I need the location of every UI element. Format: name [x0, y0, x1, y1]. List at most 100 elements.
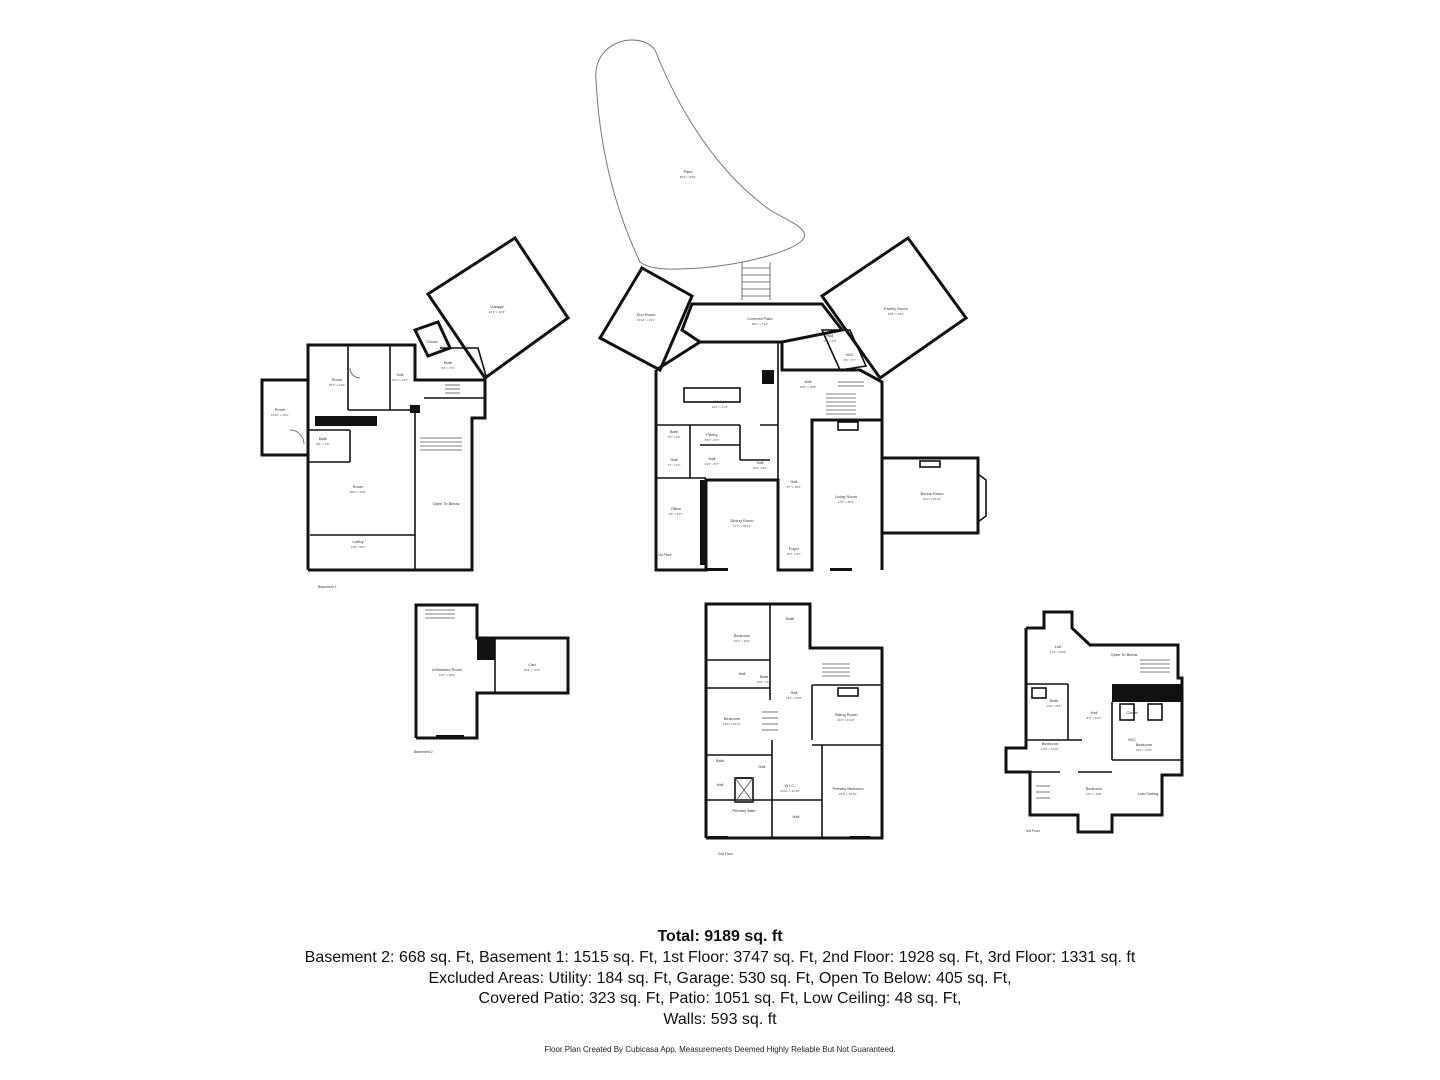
basement-2-room-0-dims: 14'5" x 26'0"	[439, 673, 455, 677]
basement-1-room-9-name: Lobby	[353, 539, 364, 544]
third-room-2-dims: 10'6" x 6'8"	[1047, 704, 1062, 708]
basement-2-room-1-dims: 15'2" x 12'0"	[524, 668, 540, 672]
first-room-11-name: Hall	[709, 456, 716, 461]
third-room-3-name: Hall	[1091, 710, 1098, 715]
first-room-4-dims: 22'5" x 17'0"	[712, 405, 728, 409]
second-room-9-name: Hall	[717, 782, 724, 787]
basement-1-label: Basement 1	[318, 585, 337, 589]
first-room-14-dims: 13'3" x 20'11"	[733, 524, 751, 528]
basement-1-room-2-dims: 14'0" x 12'6"	[392, 378, 408, 382]
basement-1-room-4-dims: 8'4" x 7'0"	[441, 366, 454, 370]
first-room-16-dims: 20'7" x 8'7"	[787, 552, 802, 556]
floor-areas-line: Basement 2: 668 sq. Ft, Basement 1: 1515…	[304, 949, 1136, 966]
third-room-3-dims: 8'0" x 12'1"	[1087, 716, 1102, 720]
second-room-11-name: Primary Bath	[732, 808, 755, 813]
third-room-0-dims: 17'4" x 10'8"	[1050, 650, 1066, 654]
first-room-5-dims: 18'6" x 18'8"	[800, 385, 816, 389]
third-floor-label: 3rd Floor	[1026, 829, 1041, 833]
first-room-3-name: Family Room	[884, 306, 908, 311]
first-room-8-dims: 7'5" x 5'0"	[667, 435, 680, 439]
total-area: Total: 9189 sq. ft	[657, 928, 783, 945]
second-room-2-name: Hall	[739, 671, 746, 676]
basement-1-room-9-dims: 14'9" x 8'0"	[351, 545, 366, 549]
second-room-5-dims: 16'4" x 13'10"	[837, 718, 855, 722]
first-room-12-dims: 12'0" x 8'4"	[753, 466, 768, 470]
basement-2-label: Basement 2	[414, 750, 433, 754]
first-room-0-name: Patio	[683, 169, 693, 174]
second-room-6-name: Bedroom	[724, 716, 741, 721]
first-room-6-dims: 9'7" x 6'8"	[823, 339, 836, 343]
second-room-13-name: Hall	[793, 814, 800, 819]
first-room-3-dims: 23'8" x 22'2"	[888, 312, 904, 316]
basement-1-room-6-name: Bath	[319, 436, 327, 441]
floor-plan-drawing: Garage 22'3" x 22'3" Room 15'2" x 14'0" …	[260, 39, 1184, 856]
first-room-16-name: Foyer	[789, 546, 800, 551]
first-room-14-name: Dining Room	[730, 518, 754, 523]
first-room-8-name: Bath	[670, 429, 678, 434]
basement-2-room-1-name: Cart	[528, 662, 536, 667]
second-room-6-dims: 15'6" x 15'11"	[723, 722, 741, 726]
third-room-2-name: Bath	[1050, 698, 1058, 703]
first-room-13-dims: 9'8" x 13'7"	[669, 512, 684, 516]
basement-2-room-0-name: Unfinished Room	[432, 667, 463, 672]
third-room-8-name: Bedroom	[1086, 786, 1103, 791]
third-room-7-dims: 13'2" x 14'5"	[1136, 748, 1152, 752]
second-room-0-name: Bedroom	[734, 633, 751, 638]
second-room-7-name: Bath	[716, 758, 724, 763]
third-floor-plan: Loft 17'4" x 10'8" Open To Below Bath 10…	[1004, 610, 1184, 834]
excluded-areas-line: Excluded Areas: Utility: 184 sq. Ft, Gar…	[428, 969, 1012, 987]
basement-1-room-3-name: Closet	[426, 339, 438, 344]
third-room-0-name: Loft	[1055, 644, 1063, 649]
second-room-0-dims: 16'2" x 16'2"	[734, 639, 750, 643]
area-summary: Total: 9189 sq. ft Basement 2: 668 sq. F…	[0, 926, 1440, 1030]
basement-1-room-0-name: Garage	[490, 304, 504, 309]
disclaimer-footer: Floor Plan Created By Cubicasa App. Meas…	[544, 1045, 896, 1054]
first-floor-label: 1st Floor	[658, 553, 672, 557]
basement-1-room-8-name: Open To Below	[432, 501, 459, 506]
first-room-7-dims: 5'6" x 5'7"	[843, 358, 856, 362]
first-room-2-name: Covered Patio	[747, 316, 773, 321]
third-room-9-name: Low Ceiling	[1138, 791, 1159, 796]
first-floor-plan: Patio 50'4" x 60'0" Sun Room 15'10" x 19…	[595, 39, 987, 572]
first-room-12-name: Hall	[757, 460, 764, 465]
second-room-5-name: Sitting Room	[835, 712, 859, 717]
first-room-1-name: Sun Room	[637, 312, 657, 317]
first-room-6-name: Hall	[827, 333, 834, 338]
first-room-4-name: Kitchen	[713, 399, 726, 404]
basement-1-room-1-dims: 15'2" x 14'0"	[329, 383, 345, 387]
second-room-3-dims: 10'6" x 6'8"	[757, 680, 772, 684]
first-room-9-name: Pantry	[706, 432, 718, 437]
second-room-3-name: Bath	[760, 674, 768, 679]
third-room-6-dims: 13'0" x 11'10"	[1041, 747, 1059, 751]
first-room-18-dims: 21'2" x 16'10"	[923, 497, 941, 501]
first-room-10-dims: 7'1" x 6'2"	[667, 463, 680, 467]
first-room-11-dims: 10'2" x 5'7"	[705, 462, 720, 466]
third-room-7-name: Bedroom	[1136, 742, 1153, 747]
first-room-1-dims: 15'10" x 19'1"	[637, 318, 655, 322]
second-room-12-dims: 15'8" x 22'10"	[839, 792, 857, 796]
second-room-4-name: Hall	[791, 690, 798, 695]
second-room-10-name: W.I.C.	[785, 783, 796, 788]
second-room-10-dims: 10'10" x 14'10"	[780, 789, 800, 793]
third-room-8-dims: 13'0" x 14'6"	[1086, 792, 1102, 796]
basement-1-room-5-name: Room	[275, 407, 286, 412]
basement-1-plan: Garage 22'3" x 22'3" Room 15'2" x 14'0" …	[260, 235, 571, 589]
second-room-12-name: Primary Bedroom	[832, 786, 864, 791]
basement-1-room-1-name: Room	[332, 377, 343, 382]
basement-1-room-7-name: Room	[353, 484, 364, 489]
walls-area-line: Walls: 593 sq. ft	[663, 1010, 777, 1028]
basement-1-room-6-dims: 8'6" x 7'6"	[316, 442, 329, 446]
first-room-15-name: Hall	[791, 479, 798, 484]
first-room-0-dims: 50'4" x 60'0"	[680, 175, 696, 179]
first-room-10-name: Hall	[671, 457, 678, 462]
first-room-15-dims: 8'7" x 30'8"	[787, 485, 802, 489]
basement-1-room-2-name: Hall	[397, 372, 404, 377]
second-room-4-dims: 12'0" x 20'0"	[786, 696, 802, 700]
first-room-9-dims: 8'10" x 5'0"	[705, 438, 720, 442]
first-room-2-dims: 38'0" x 7'10"	[752, 322, 768, 326]
second-room-8-name: Hall	[759, 764, 766, 769]
third-room-4-name: Closet	[1126, 710, 1138, 715]
second-floor-plan: Bedroom 16'2" x 16'2" Bath Hall Bath 10'…	[704, 602, 884, 856]
basement-1-room-7-dims: 28'0" x 28'9"	[350, 490, 366, 494]
third-room-1-name: Open To Below	[1110, 652, 1137, 657]
